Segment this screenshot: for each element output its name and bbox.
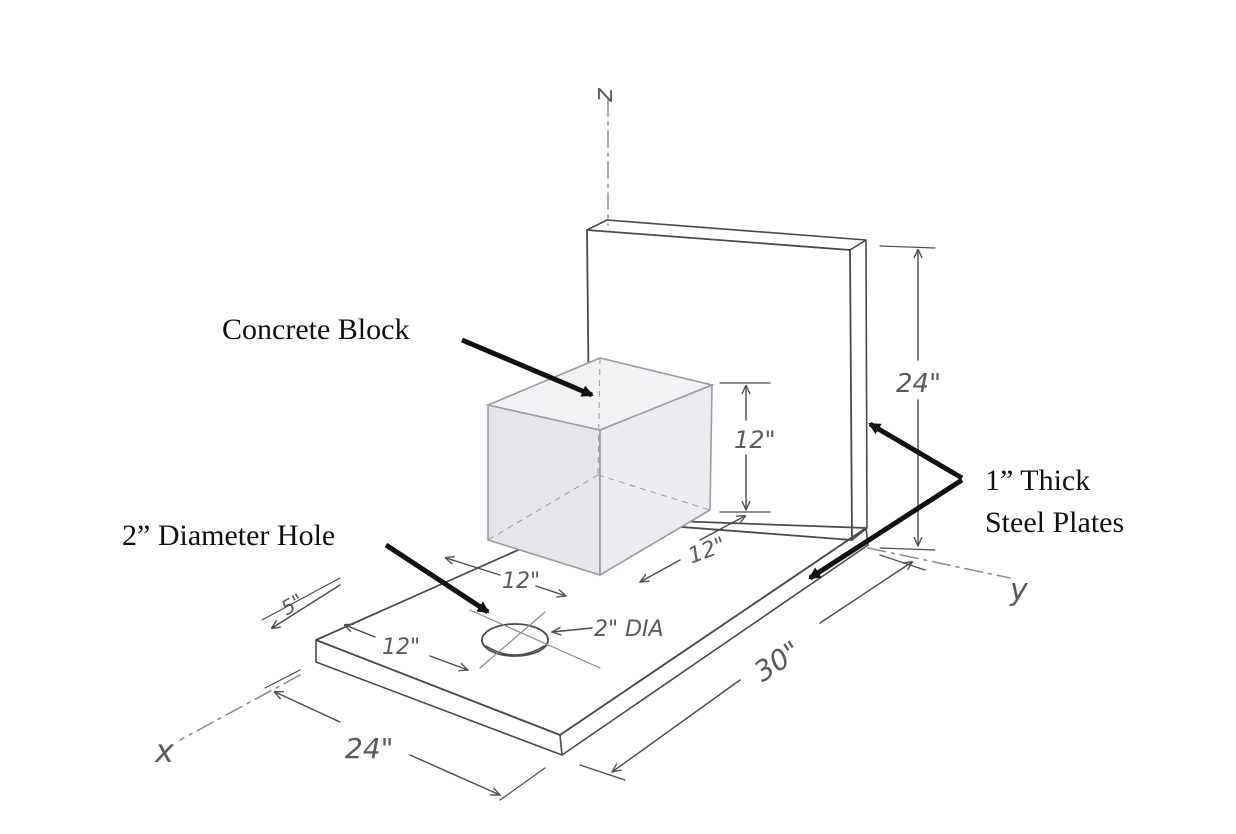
y-axis-label: y <box>1009 573 1029 608</box>
hole-offset-x-label: 12" <box>382 635 420 660</box>
block-width-label: 12" <box>502 569 540 594</box>
plate-height-dimension: 24" <box>879 245 941 551</box>
block-width-dimension: 12" <box>446 558 566 596</box>
y-axis: y <box>867 547 1029 608</box>
concrete-block-label: Concrete Block <box>222 313 409 346</box>
concrete-block-callout: Concrete Block <box>222 313 594 398</box>
base-width-dimension: 24" <box>264 669 546 801</box>
block-depth-label: 12" <box>685 533 729 570</box>
plate-height-label: 24" <box>896 369 941 399</box>
base-width-label: 24" <box>345 732 394 765</box>
hole-callout: 2” Diameter Hole <box>122 519 490 615</box>
base-steel-plate <box>315 517 869 756</box>
concrete-block <box>485 357 715 577</box>
base-length-label: 30" <box>748 634 807 688</box>
x-axis: x <box>154 674 301 770</box>
hole-offset-y-dimension: 5" <box>261 577 341 628</box>
steel-plates-callout: 1” Thick Steel Plates <box>808 421 1124 581</box>
z-axis: z <box>589 87 619 226</box>
base-length-dimension: 30" <box>579 554 926 781</box>
hole-diameter-label: 2" DIA <box>594 617 664 642</box>
hole <box>469 609 601 669</box>
z-axis-label: z <box>589 87 619 103</box>
hole-offset-y-label: 5" <box>277 588 308 620</box>
hole-diameter-dimension: 2" DIA <box>552 617 664 642</box>
block-height-label: 12" <box>734 426 776 454</box>
plates-label-line1: 1” Thick <box>985 464 1090 497</box>
block-height-dimension: 12" <box>719 382 776 513</box>
x-axis-label: x <box>154 732 175 770</box>
hole-offset-x-dimension: 12" <box>345 625 468 670</box>
hole-label: 2” Diameter Hole <box>122 519 335 552</box>
plates-label-line2: Steel Plates <box>985 506 1124 539</box>
